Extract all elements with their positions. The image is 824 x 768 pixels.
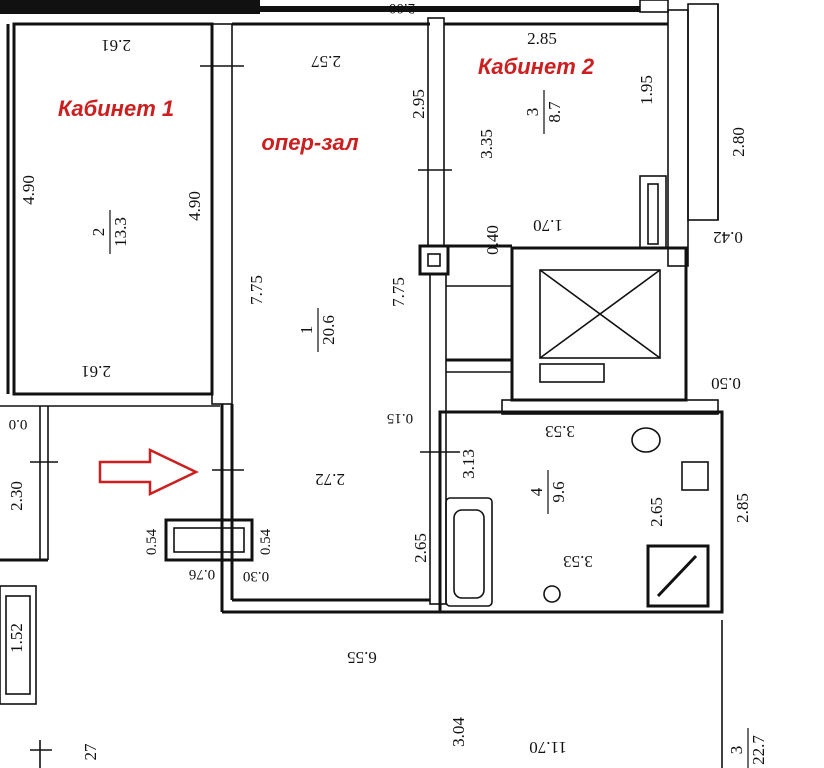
dim-11-70: 11.70 xyxy=(529,738,567,757)
svg-text:3: 3 xyxy=(727,746,746,755)
dim-0-40: 0.40 xyxy=(483,225,502,255)
dim-2-30: 2.30 xyxy=(7,481,26,511)
dim-3-04: 3.04 xyxy=(449,717,468,747)
dim-0-54-right: 0.54 xyxy=(258,528,274,555)
shaft-square xyxy=(418,244,450,276)
label-cabinet-2: Кабинет 2 xyxy=(478,54,595,79)
dim-6-55: 6.55 xyxy=(347,648,377,667)
dim-3-35: 3.35 xyxy=(477,129,496,159)
svg-text:9.6: 9.6 xyxy=(549,481,568,502)
dim-2-57: 2.57 xyxy=(311,52,341,71)
dim-1-52: 1.52 xyxy=(7,623,26,653)
top-wall-right xyxy=(639,0,669,13)
dim-7-75-left: 7.75 xyxy=(247,275,266,305)
column-element xyxy=(164,518,254,562)
room-1-tag: 1 20.6 xyxy=(297,308,338,352)
label-cabinet-1: Кабинет 1 xyxy=(58,96,174,121)
svg-text:4: 4 xyxy=(527,487,546,496)
dim-0-0: 0.0 xyxy=(9,416,28,432)
left-lower-element xyxy=(0,585,37,705)
dim-3-53-top: 3.53 xyxy=(545,422,575,441)
svg-text:22.7: 22.7 xyxy=(749,735,768,765)
dim-3-53-bottom: 3.53 xyxy=(563,552,593,571)
room-4-tag: 4 9.6 xyxy=(527,470,568,514)
right-column xyxy=(687,3,719,221)
dim-0-30: 0.30 xyxy=(243,568,269,584)
dim-2-95: 2.95 xyxy=(409,89,428,119)
dim-2-65-left: 2.65 xyxy=(411,533,430,563)
elevator-door xyxy=(539,363,605,383)
dim-2-61-top: 2.61 xyxy=(101,36,131,55)
corridor-wall xyxy=(429,273,447,605)
room-2-tag: 2 13.3 xyxy=(89,210,130,254)
svg-text:13.3: 13.3 xyxy=(111,217,130,247)
top-wall-mid xyxy=(260,6,640,12)
dim-2-00: 2.00 xyxy=(389,0,415,16)
bathroom-outline xyxy=(438,410,724,614)
cabinet-2-right-wall xyxy=(667,9,689,267)
dim-0-50: 0.50 xyxy=(711,374,741,393)
room-3b-tag: 3 22.7 xyxy=(727,728,768,768)
dim-2-85-top: 2.85 xyxy=(527,29,557,48)
toilet xyxy=(631,427,661,453)
svg-text:1: 1 xyxy=(297,326,316,335)
entrance-arrow-icon xyxy=(98,448,199,496)
svg-text:8.7: 8.7 xyxy=(545,101,564,123)
dim-4-90-right: 4.90 xyxy=(185,191,204,221)
dim-2-61-bottom: 2.61 xyxy=(81,362,111,381)
sink xyxy=(681,461,709,491)
shower-tray xyxy=(646,544,710,608)
dim-2-65-right: 2.65 xyxy=(647,497,666,527)
dim-7-75-right: 7.75 xyxy=(389,277,408,307)
room-3-tag: 3 8.7 xyxy=(523,90,564,134)
walls xyxy=(0,0,724,768)
dim-4-90-left: 4.90 xyxy=(19,175,38,205)
cabinet-1-outline xyxy=(12,22,214,396)
dim-1-95: 1.95 xyxy=(637,75,656,105)
dim-2-72: 2.72 xyxy=(315,470,345,489)
partition-cab1-hall xyxy=(211,23,233,405)
dim-1-70: 1.70 xyxy=(533,216,563,235)
svg-text:2: 2 xyxy=(89,228,108,237)
partition-hall-cab2 xyxy=(427,17,445,247)
dim-0-15: 0.15 xyxy=(387,410,413,426)
dim-0-54-left: 0.54 xyxy=(144,528,160,555)
cabinet-2-niche xyxy=(639,175,667,249)
dim-0-42: 0.42 xyxy=(713,228,743,247)
dim-2-85-right: 2.85 xyxy=(733,493,752,523)
drain xyxy=(543,585,561,603)
dim-2-7: 27 xyxy=(81,743,100,761)
label-oper-hall: опер-зал xyxy=(261,130,359,155)
elevator-cabin xyxy=(539,269,661,359)
top-wall-left xyxy=(0,0,260,14)
dim-0-76: 0.76 xyxy=(188,566,215,582)
dim-3-13: 3.13 xyxy=(459,449,478,479)
bathtub xyxy=(445,497,493,607)
svg-text:20.6: 20.6 xyxy=(319,315,338,345)
svg-text:3: 3 xyxy=(523,108,542,117)
dim-2-80: 2.80 xyxy=(729,127,748,157)
